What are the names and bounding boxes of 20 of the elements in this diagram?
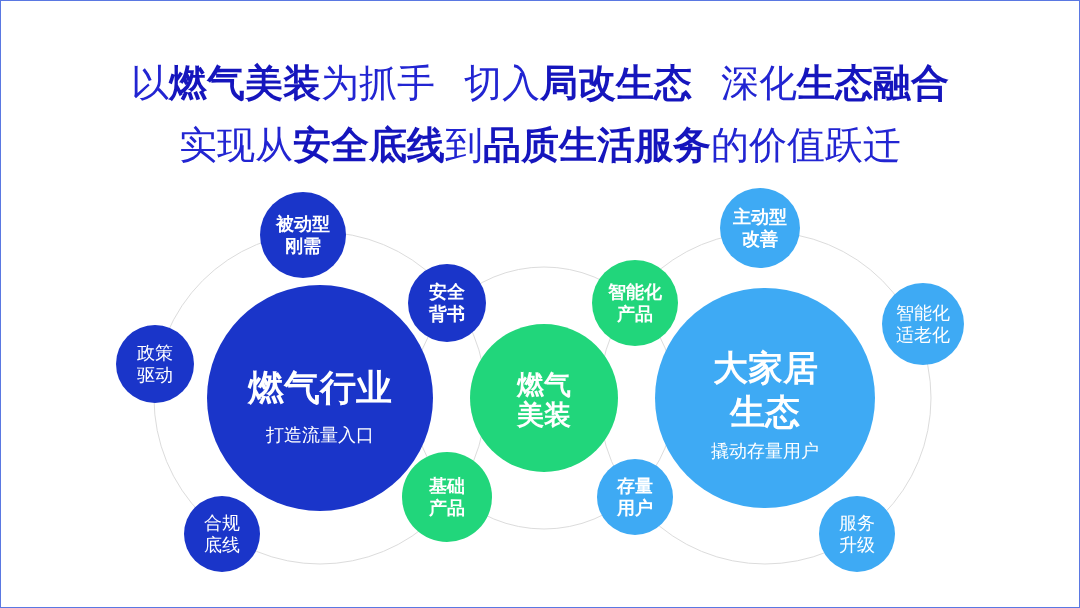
keyword-label: 服务升级	[838, 512, 876, 556]
topic-subtitle: 撬动存量用户	[710, 439, 820, 463]
topic-title: 燃气美装	[515, 369, 572, 431]
keyword-label: 基础产品	[428, 475, 466, 519]
keyword-label: 智能化产品	[607, 281, 663, 325]
topic-title: 燃气行业	[246, 365, 393, 409]
title: 以燃气美装为抓手 切入局改生态 深化生态融合实现从安全底线到品质生活服务的价值跃迁	[129, 60, 951, 169]
topic-title: 大家居生态	[711, 346, 819, 435]
keyword-label: 主动型改善	[732, 206, 788, 250]
keyword-label: 存量用户	[615, 475, 654, 519]
keyword-label: 智能化适老化	[895, 302, 951, 346]
keyword-label: 政策驱动	[136, 342, 174, 386]
keyword-circle	[597, 459, 673, 535]
keyword-label: 安全背书	[428, 281, 466, 325]
keyword-circle	[592, 260, 678, 346]
keyword-label: 被动型刚需	[274, 213, 331, 257]
keyword-circle	[402, 452, 492, 542]
keyword-circle	[408, 264, 486, 342]
keyword-label: 合规底线	[203, 512, 241, 556]
topic-subtitle: 打造流量入口	[265, 422, 375, 447]
